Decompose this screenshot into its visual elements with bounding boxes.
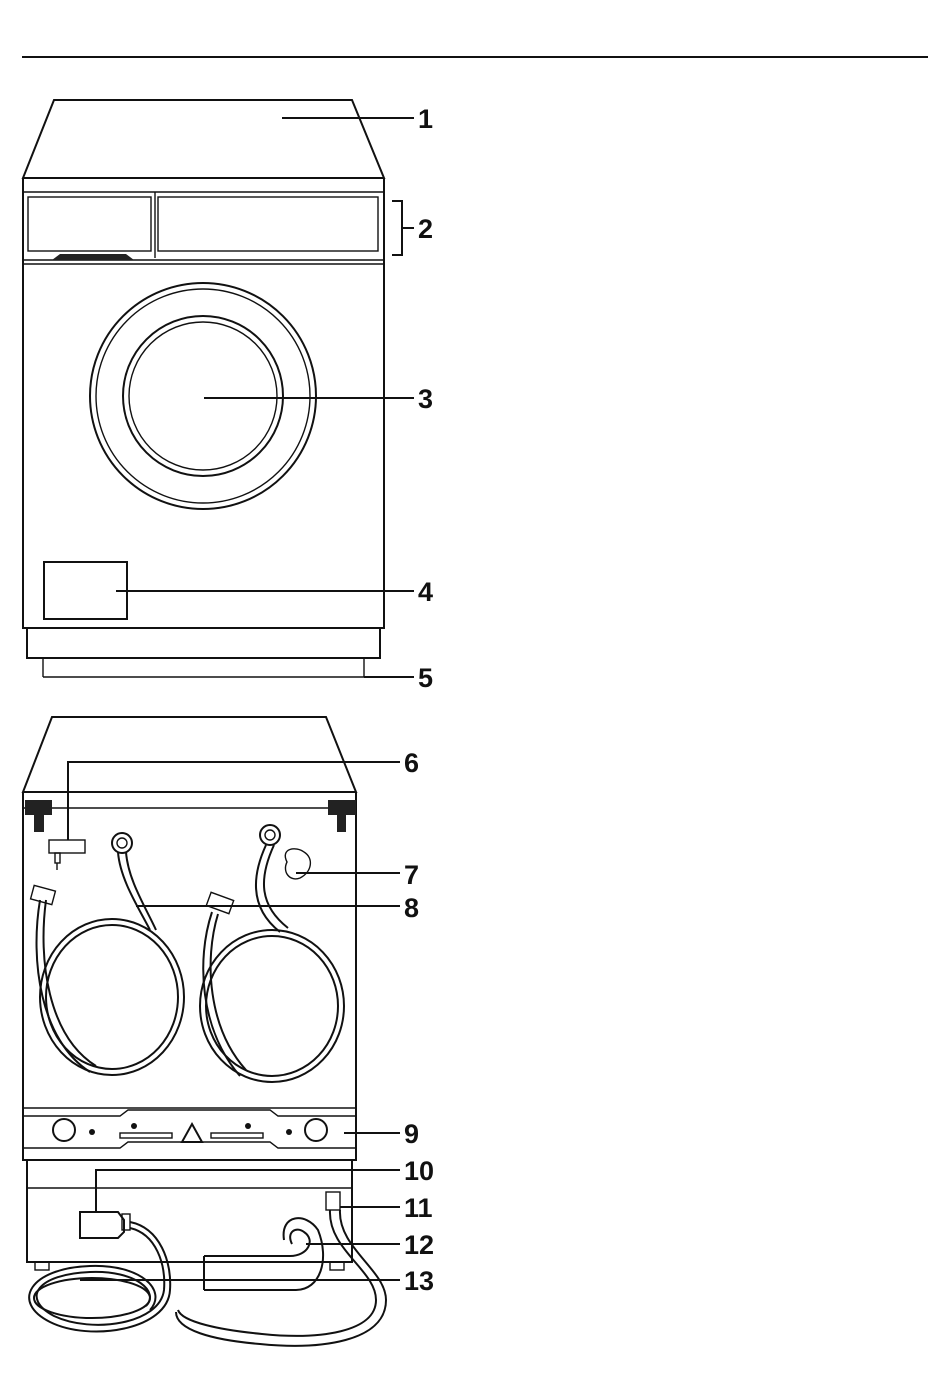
drain-hose	[176, 1210, 386, 1346]
callout-4: 4	[418, 577, 433, 607]
transit-bolt-right-icon	[305, 1119, 327, 1141]
callout-7: 7	[404, 860, 419, 890]
porthole-door	[90, 283, 316, 509]
detergent-drawer-handle	[52, 254, 134, 260]
warning-triangle-icon	[182, 1124, 202, 1142]
callout-12: 12	[404, 1230, 434, 1260]
rear-lower-panel	[23, 1108, 356, 1148]
cabinet-back	[23, 792, 356, 1160]
plinth	[27, 628, 380, 658]
drain-hose-connector	[326, 1192, 340, 1210]
callout-3: 3	[418, 384, 433, 414]
callout-13: 13	[404, 1266, 434, 1296]
transit-bolt-left-icon	[53, 1119, 75, 1141]
callout-6: 6	[404, 748, 419, 778]
top-lid-back	[23, 717, 356, 792]
transit-bracket-right	[328, 800, 356, 832]
inlet-connector-left	[112, 833, 132, 853]
callout-2: 2	[418, 214, 433, 244]
callout-8: 8	[404, 893, 419, 923]
back-view	[23, 717, 386, 1346]
callout-10: 10	[404, 1156, 434, 1186]
mains-plug	[80, 1212, 130, 1238]
inlet-hose-left	[31, 852, 184, 1075]
rear-base	[27, 1160, 352, 1262]
top-lid	[23, 100, 384, 178]
callout-11: 11	[404, 1193, 433, 1223]
callout-1: 1	[418, 104, 433, 134]
service-flap	[44, 562, 127, 619]
control-panel	[23, 192, 384, 264]
leader-lines	[68, 118, 414, 1280]
callout-5: 5	[418, 663, 433, 693]
cabinet-front	[23, 178, 384, 628]
callout-9: 9	[404, 1119, 419, 1149]
hose-hook	[285, 849, 310, 879]
inlet-connector-right	[260, 825, 280, 845]
transit-bracket-left	[25, 800, 52, 832]
rating-plate	[49, 840, 85, 870]
inlet-hose-right	[200, 845, 344, 1082]
callout-numbers: 1 2 3 4 5 6 7 8 9 10 11 12 13	[404, 104, 434, 1296]
